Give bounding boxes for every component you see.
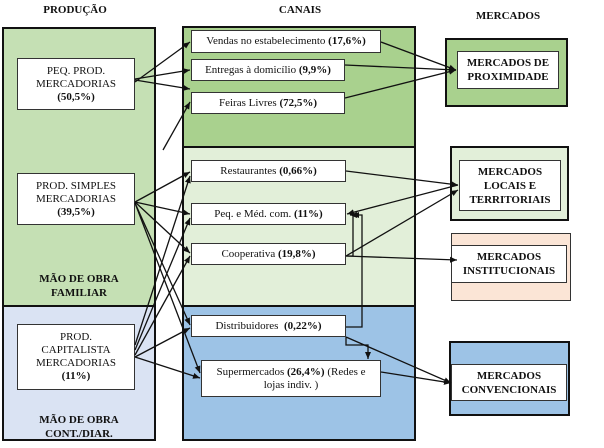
market-convencionais[interactable]: MERCADOS CONVENCIONAIS [451,364,567,401]
channel-label: Feiras Livres (72,5%) [219,97,317,110]
label-contratada-line1: MÃO DE OBRA [39,414,119,426]
channel-entregas-domicilio[interactable]: Entregas à domicílio (9,9%) [191,59,345,81]
node-text-line: CAPITALISTA [41,344,111,356]
channel-label: Vendas no estabelecimento (17,6%) [206,35,365,48]
channel-label: Distribuidores (0,22%) [215,320,321,333]
channel-percent: (26,4%) [287,365,325,378]
node-text-line: MERCADORIAS [35,77,117,90]
market-locais-territoriais[interactable]: MERCADOS LOCAIS E TERRITORIAIS [459,160,561,211]
market-label-line: MERCADOS [477,165,543,178]
channel-label: Supermercados (26,4%) (Redes e [216,366,365,379]
channel-percent: (19,8%) [277,247,316,260]
market-proximidade[interactable]: MERCADOS DE PROXIMIDADE [457,51,559,89]
label-familiar-line1: MÃO DE OBRA [39,273,119,285]
channel-percent: (17,6%) [328,35,366,47]
channel-restaurantes[interactable]: Restaurantes (0,66%) [191,160,346,182]
node-text-line: PEQ. PROD. [46,64,106,77]
channel-name: Supermercados [216,365,285,378]
channel-label: Cooperativa (19,8%) [221,248,315,261]
channel-name: Restaurantes [220,164,277,177]
market-label-line: INSTITUCIONAIS [462,265,556,277]
market-label-line: MERCADOS [476,369,542,382]
channel-cooperativa[interactable]: Cooperativa (19,8%) [191,243,346,265]
channel-percent: (9,9%) [298,63,331,76]
channel-percent: (0,22%) [283,319,322,332]
label-mao-de-obra-contratada: MÃO DE OBRA CONT./DIAR. [2,413,156,441]
market-label-line: CONVENCIONAIS [461,383,557,396]
market-label-line: MERCADOS [476,251,542,263]
label-familiar-line2: FAMILIAR [50,287,107,299]
node-text-line: MERCADORIAS [35,192,117,205]
market-label-line: LOCAIS E [483,179,537,192]
channel-feiras-livres[interactable]: Feiras Livres (72,5%) [191,92,345,114]
channel-peq-med-comercio[interactable]: Peq. e Méd. com. (11%) [191,203,346,225]
channel-label: Peq. e Méd. com. (11%) [214,208,322,221]
node-percent: (39,5%) [57,205,95,218]
header-producao: PRODUÇÃO [43,4,107,16]
market-label-line: TERRITORIAIS [469,193,551,206]
channel-distribuidores[interactable]: Distribuidores (0,22%) [191,315,346,337]
node-prod-capitalista-mercadorias[interactable]: PROD. CAPITALISTA MERCADORIAS (11%) [17,324,135,390]
label-contratada-line2: CONT./DIAR. [45,428,113,440]
node-percent: (11%) [61,370,91,382]
channel-name: Vendas no estabelecimento [206,35,326,47]
channel-label: Restaurantes (0,66%) [220,165,317,178]
header-mercados: MERCADOS [475,10,541,22]
channel-label: Entregas à domicílio (9,9%) [205,64,331,77]
header-canais: CANAIS [278,4,322,16]
market-label-line: PROXIMIDADE [467,71,549,83]
channel-supermercados[interactable]: Supermercados (26,4%) (Redes e lojas ind… [201,360,381,397]
node-text-line: MERCADORIAS [35,357,117,369]
channel-percent: (0,66%) [279,164,317,177]
node-prod-simples-mercadorias[interactable]: PROD. SIMPLES MERCADORIAS (39,5%) [17,173,135,225]
channel-percent: (11%) [294,207,323,220]
label-mao-de-obra-familiar: MÃO DE OBRA FAMILIAR [2,272,156,300]
channel-percent: (72,5%) [279,96,318,109]
market-institucionais[interactable]: MERCADOS INSTITUCIONAIS [451,245,567,283]
node-text-line: PROD. SIMPLES [35,179,117,192]
channel-name: Distribuidores [215,319,279,332]
node-text-line: PROD. [59,331,93,343]
channel-name: Peq. e Méd. com. [214,207,292,220]
market-label-line: MERCADOS DE [466,57,550,69]
channel-extra: (Redes e [327,365,366,378]
channel-vendas-estabelecimento[interactable]: Vendas no estabelecimento (17,6%) [191,30,381,53]
channel-name: Feiras Livres [218,96,277,109]
channel-extra-line2: lojas indiv. ) [263,378,319,391]
node-peq-prod-mercadorias[interactable]: PEQ. PROD. MERCADORIAS (50,5%) [17,58,135,110]
channel-name: Entregas à domicílio [205,63,297,76]
channel-name: Cooperativa [221,247,276,260]
node-percent: (50,5%) [57,90,95,103]
